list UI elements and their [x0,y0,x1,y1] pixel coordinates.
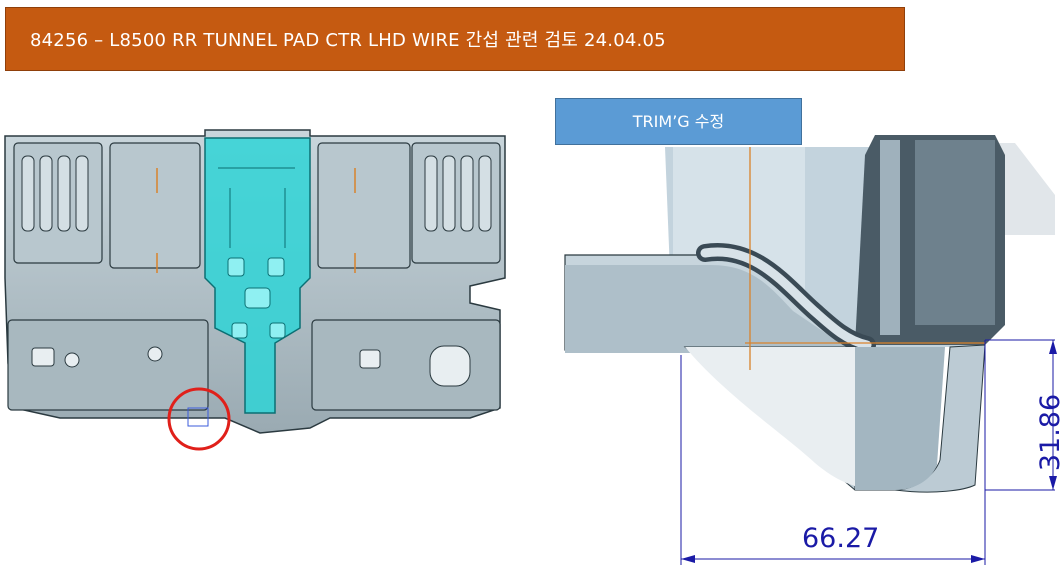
slide-title: 84256 – L8500 RR TUNNEL PAD CTR LHD WIRE… [30,30,666,51]
dimension-horizontal: 66.27 [802,523,880,554]
dimension-vertical: 31.86 [1035,393,1063,472]
slide-title-bar: 84256 – L8500 RR TUNNEL PAD CTR LHD WIRE… [5,7,905,71]
cad-overview-image [4,129,506,451]
cad-detail-image [564,135,1057,565]
interference-marker-circle [167,387,231,451]
trim-correction-label: TRIM’G 수정 [555,98,802,145]
trim-correction-text: TRIM’G 수정 [632,112,725,131]
